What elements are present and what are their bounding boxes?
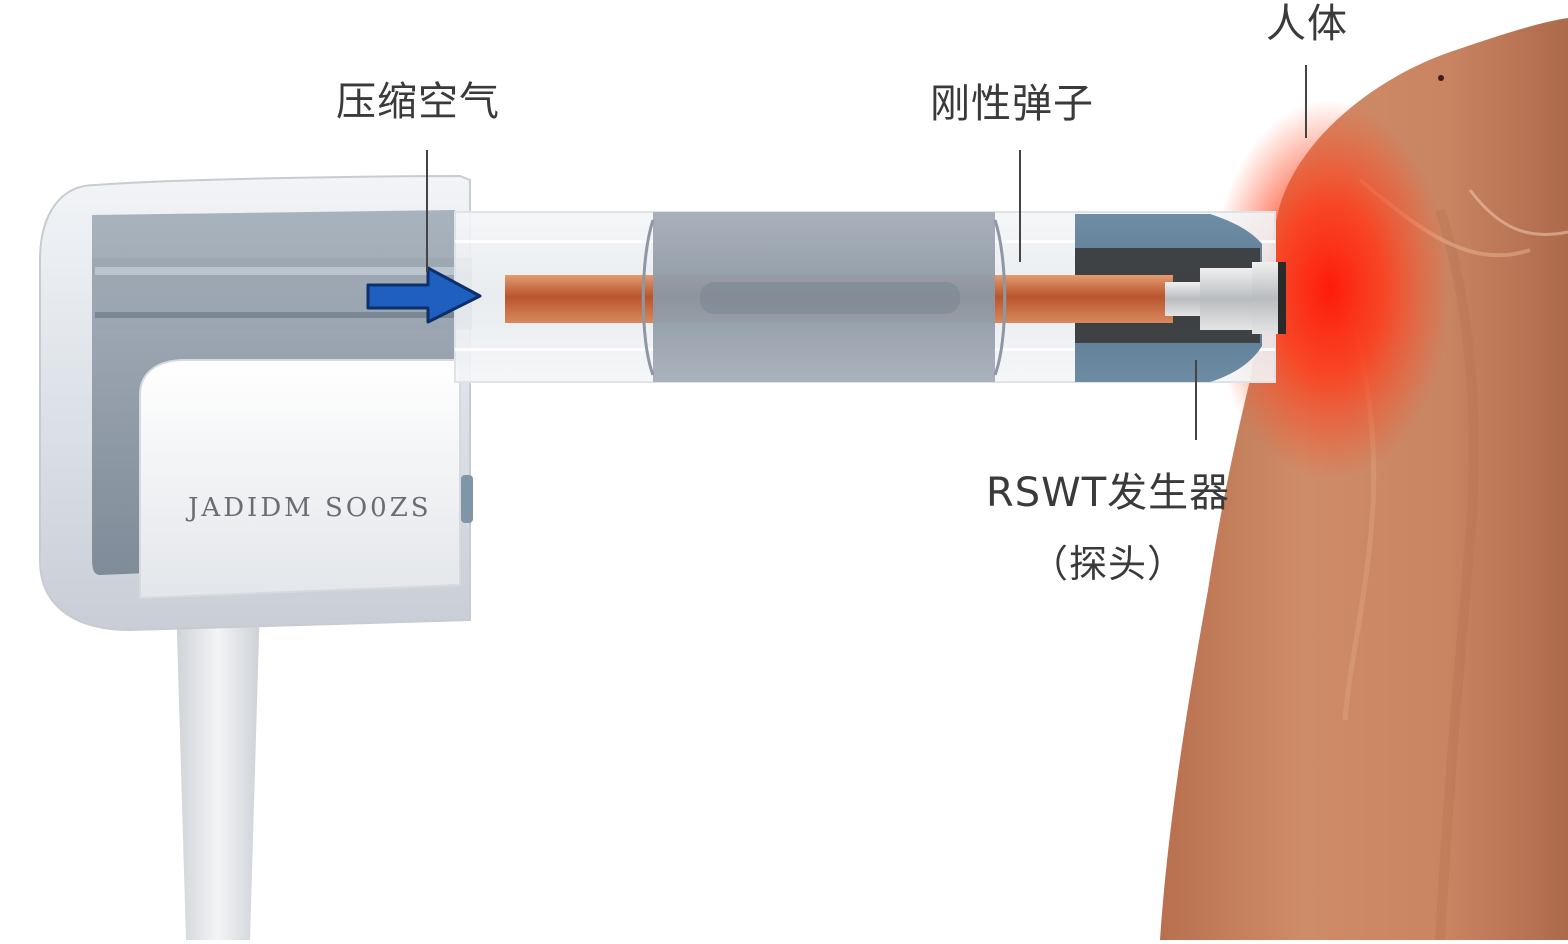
handpiece-housing xyxy=(39,174,473,632)
human-shoulder xyxy=(1160,0,1568,941)
label-rswt-generator: RSWT发生器 xyxy=(986,470,1231,516)
label-probe: （探头） xyxy=(1030,542,1187,586)
label-rigid-bullet: 刚性弹子 xyxy=(930,81,1094,127)
power-cable xyxy=(176,600,260,940)
label-human-body: 人体 xyxy=(1266,1,1348,47)
rswt-probe-head xyxy=(1043,214,1286,382)
label-compressed-air: 压缩空气 xyxy=(336,79,500,125)
blue-arrow-icon xyxy=(366,266,482,324)
impact-glow xyxy=(1210,100,1450,480)
brand-imprint: JADIDM SO0ZS xyxy=(188,493,432,523)
